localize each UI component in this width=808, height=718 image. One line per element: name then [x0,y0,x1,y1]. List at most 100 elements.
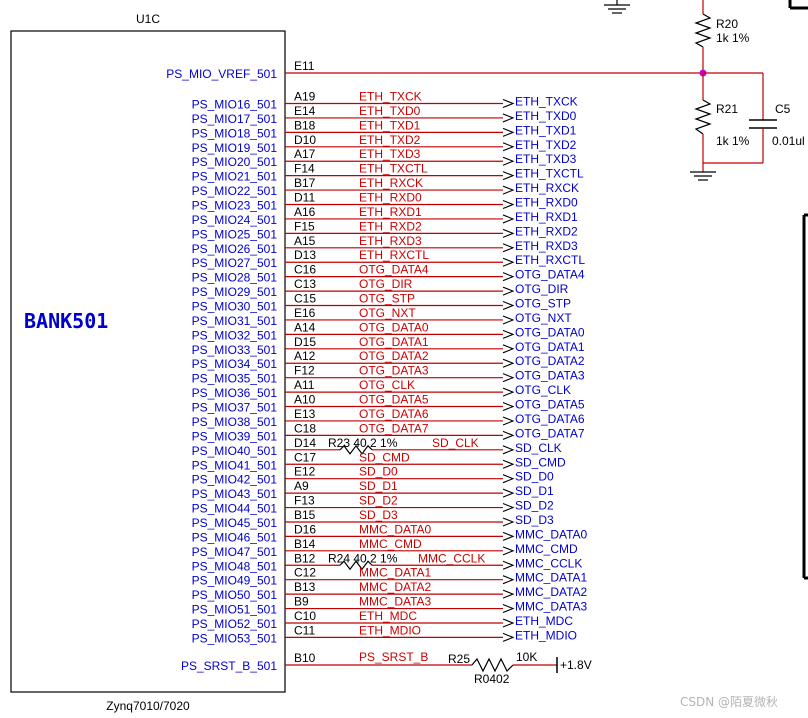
port-label[interactable]: ETH_TXD2 [515,138,577,152]
port-label[interactable]: ETH_RXCK [515,181,579,195]
net-label: SD_D1 [359,479,398,493]
port-label[interactable]: ETH_RXD3 [515,239,578,253]
srst-pin[interactable]: PS_SRST_B_501 B10 PS_SRST_B [181,650,472,673]
port-label[interactable]: ETH_TXCTL [515,167,584,181]
port-label[interactable]: ETH_TXD1 [515,123,577,137]
port-label[interactable]: OTG_DIR [515,282,569,296]
port-arrow-icon [502,358,515,368]
port-label[interactable]: OTG_DATA1 [515,340,585,354]
port-label[interactable]: SD_D2 [515,499,554,513]
series-resistor[interactable] [339,444,373,455]
port-label[interactable]: SD_D1 [515,484,554,498]
port-label[interactable]: OTG_DATA3 [515,369,585,383]
port-label[interactable]: ETH_RXD2 [515,224,578,238]
port-label[interactable]: MMC_DATA0 [515,527,588,541]
pin-number: D10 [294,133,316,147]
port-label[interactable]: ETH_RXD1 [515,210,578,224]
u1c-body[interactable] [10,30,286,693]
port-label[interactable]: MMC_CMD [515,542,578,556]
vref-pin[interactable]: PS_MIO_VREF_501 E11 [166,59,703,81]
port-label[interactable]: ETH_RXCTL [515,253,585,267]
port-label[interactable]: OTG_DATA6 [515,412,585,426]
pin-number: B12 [294,551,316,565]
port-label[interactable]: SD_CMD [515,455,566,469]
port-label[interactable]: MMC_DATA3 [515,600,588,614]
port-label[interactable]: MMC_CCLK [515,556,582,570]
port-label[interactable]: ETH_TXD3 [515,152,577,166]
port-label[interactable]: MMC_DATA2 [515,585,588,599]
port-label[interactable]: OTG_DATA7 [515,426,585,440]
port-arrow-icon [502,272,515,282]
series-resistor[interactable] [339,560,373,571]
port-label[interactable]: OTG_CLK [515,383,571,397]
pin-name: PS_MIO40_501 [192,444,278,458]
resistor-r21[interactable]: R21 1k 1% [694,73,750,172]
port-label[interactable]: MMC_DATA1 [515,571,588,585]
pin-name: PS_MIO35_501 [192,372,278,386]
port-label[interactable]: OTG_DATA5 [515,398,585,412]
pin-number: A19 [294,90,316,104]
port-label[interactable]: ETH_RXD0 [515,196,578,210]
port-label[interactable]: ETH_TXCK [515,95,578,109]
capacitor-c5[interactable]: C5 0.01ul [703,72,805,164]
port-label[interactable]: SD_CLK [515,441,562,455]
pin-name: PS_MIO16_501 [192,98,278,112]
port-label[interactable]: OTG_NXT [515,311,572,325]
resistor-r25[interactable]: R25 10K R0402 +1.8V [448,650,592,686]
port-label[interactable]: OTG_DATA2 [515,354,585,368]
port-label[interactable]: ETH_MDIO [515,628,577,642]
port-label[interactable]: ETH_TXD0 [515,109,577,123]
pin-name: PS_MIO47_501 [192,545,278,559]
net-label: SD_CMD [359,450,410,464]
port-label[interactable]: ETH_MDC [515,614,573,628]
port-label[interactable]: SD_D0 [515,470,554,484]
resistor-r20[interactable]: R20 1k 1% [694,0,750,73]
port-label[interactable]: SD_D3 [515,513,554,527]
net-label: ETH_RXD3 [359,234,422,248]
port-label[interactable]: OTG_DATA0 [515,325,585,339]
port-label[interactable]: OTG_STP [515,297,571,311]
port-label[interactable]: OTG_DATA4 [515,268,585,282]
pin-name: PS_MIO32_501 [192,328,278,342]
pin-number: E16 [294,306,316,320]
port-arrow-icon [502,315,515,325]
